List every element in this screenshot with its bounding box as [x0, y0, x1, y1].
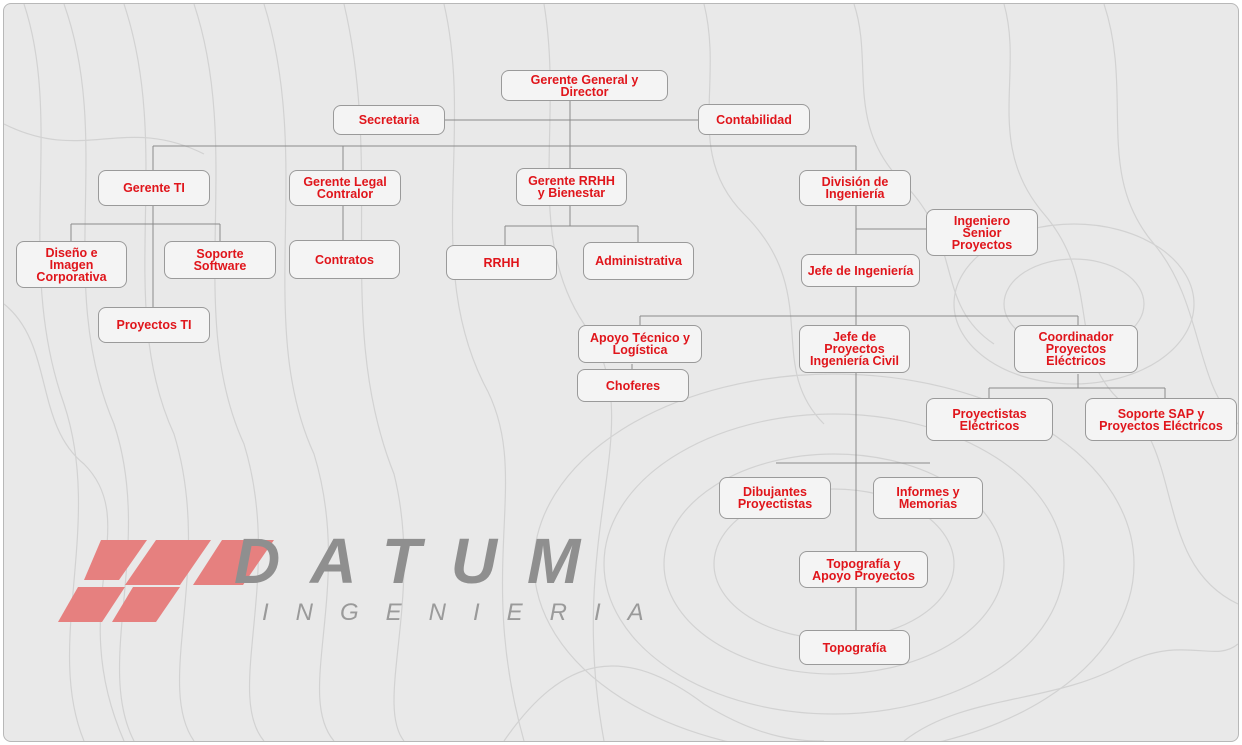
topographic-background [4, 4, 1238, 741]
node-division-ingenieria[interactable]: División de Ingeniería [799, 170, 911, 206]
node-topografia[interactable]: Topografía [799, 630, 910, 665]
node-apoyo-tecnico[interactable]: Apoyo Técnico y Logística [578, 325, 702, 363]
node-rrhh[interactable]: RRHH [446, 245, 557, 280]
node-diseno-imagen[interactable]: Diseño e Imagen Corporativa [16, 241, 127, 288]
org-chart-canvas: Gerente General y Director Secretaria Co… [3, 3, 1239, 742]
node-proyectistas-electricos[interactable]: Proyectistas Eléctricos [926, 398, 1053, 441]
node-soporte-software[interactable]: Soporte Software [164, 241, 276, 279]
brand-subtitle: INGENIERIA [262, 599, 671, 626]
node-jefe-proyectos-civil[interactable]: Jefe de Proyectos Ingeniería Civil [799, 325, 910, 373]
node-choferes[interactable]: Choferes [577, 369, 689, 402]
node-ingeniero-senior[interactable]: Ingeniero Senior Proyectos [926, 209, 1038, 256]
node-secretaria[interactable]: Secretaria [333, 105, 445, 135]
node-informes[interactable]: Informes y Memorias [873, 477, 983, 519]
node-contratos[interactable]: Contratos [289, 240, 400, 279]
node-gerente-legal[interactable]: Gerente Legal Contralor [289, 170, 401, 206]
node-administrativa[interactable]: Administrativa [583, 242, 694, 280]
node-gerente-ti[interactable]: Gerente TI [98, 170, 210, 206]
datum-logo-mark [58, 540, 274, 622]
connector-lines [70, 98, 1166, 634]
node-coordinador-electricos[interactable]: Coordinador Proyectos Eléctricos [1014, 325, 1138, 373]
node-soporte-sap[interactable]: Soporte SAP y Proyectos Eléctricos [1085, 398, 1237, 441]
node-gerente-rrhh[interactable]: Gerente RRHH y Bienestar [516, 168, 627, 206]
node-topografia-apoyo[interactable]: Topografía y Apoyo Proyectos [799, 551, 928, 588]
node-gerente-general[interactable]: Gerente General y Director [501, 70, 668, 101]
node-dibujantes[interactable]: Dibujantes Proyectistas [719, 477, 831, 519]
node-proyectos-ti[interactable]: Proyectos TI [98, 307, 210, 343]
node-jefe-ingenieria[interactable]: Jefe de Ingeniería [801, 254, 920, 287]
node-contabilidad[interactable]: Contabilidad [698, 104, 810, 135]
brand-wordmark: DATUM [234, 525, 611, 597]
